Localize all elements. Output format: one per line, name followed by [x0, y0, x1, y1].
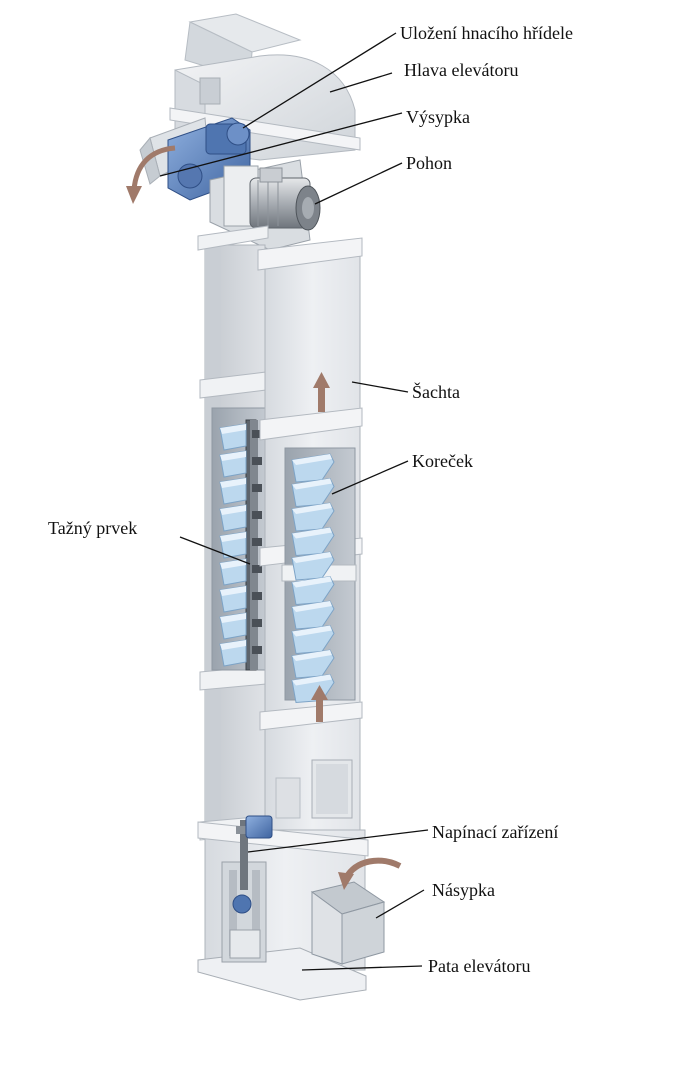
bucket [291, 600, 335, 630]
label-tensioning-device: Napínací zařízení [432, 822, 559, 842]
label-discharge-chute: Výsypka [406, 107, 470, 127]
label-shaft: Šachta [412, 382, 460, 402]
bucket [219, 423, 262, 451]
feed-hopper [310, 857, 402, 965]
bucket [291, 649, 335, 679]
bucket [219, 639, 262, 667]
left-chain-buckets [219, 419, 262, 671]
upward-arrows [311, 372, 330, 722]
bucket [291, 477, 335, 508]
bucket [219, 504, 262, 532]
discharge-arrow [131, 145, 176, 191]
label-traction-element: Tažný prvek [48, 518, 138, 538]
bucket [219, 477, 262, 505]
bucket [291, 551, 335, 581]
bucket [291, 624, 335, 655]
label-elevator-foot: Pata elevátoru [428, 956, 531, 976]
bucket [219, 558, 262, 586]
bucket [291, 502, 335, 532]
leader-lines [159, 32, 429, 971]
bucket [219, 450, 262, 478]
bucket [219, 585, 262, 613]
bucket [291, 575, 335, 606]
label-bucket: Koreček [412, 451, 473, 471]
right-buckets [291, 453, 335, 704]
label-drive: Pohon [406, 153, 453, 173]
bucket [291, 453, 335, 483]
bucket [219, 531, 262, 559]
label-feed-hopper: Násypka [432, 880, 495, 900]
label-drive-shaft-bearing: Uložení hnacího hřídele [400, 23, 573, 43]
drive-assembly [167, 117, 321, 251]
bucket [291, 526, 335, 557]
label-elevator-head: Hlava elevátoru [404, 60, 519, 80]
bucket [219, 612, 262, 640]
